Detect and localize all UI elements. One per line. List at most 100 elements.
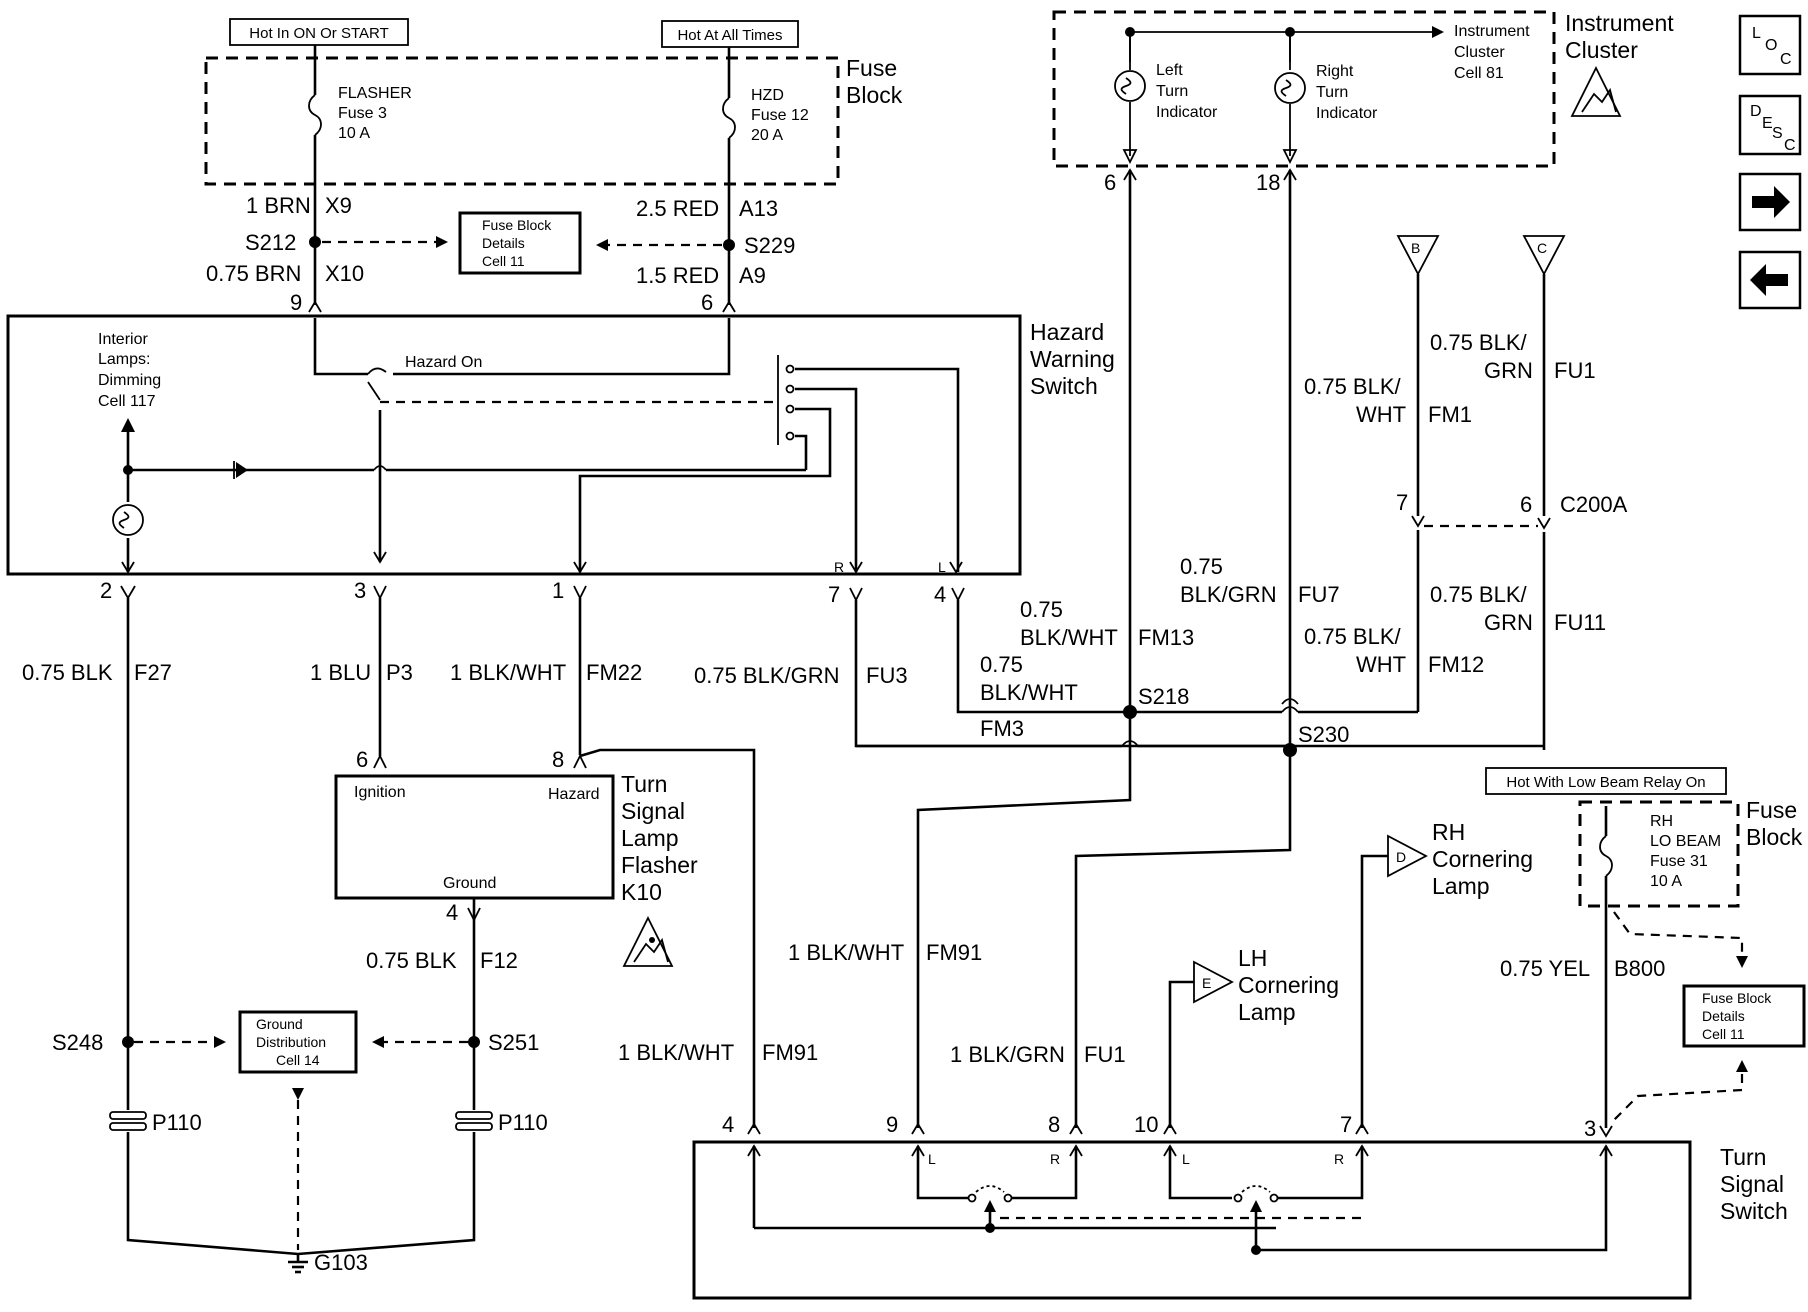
svg-text:Fuse 3: Fuse 3 (338, 105, 387, 122)
svg-text:FM91: FM91 (926, 940, 982, 965)
svg-text:9: 9 (886, 1112, 898, 1137)
flasher-fuse-icon (308, 94, 322, 136)
svg-text:Right: Right (1316, 63, 1354, 80)
svg-text:L: L (1752, 25, 1761, 42)
svg-text:8: 8 (552, 747, 564, 772)
svg-text:Left: Left (1156, 62, 1183, 79)
svg-text:D: D (1750, 103, 1762, 120)
desc-icon[interactable]: D E S C (1738, 94, 1802, 156)
svg-text:S230: S230 (1298, 722, 1349, 747)
svg-text:P110: P110 (498, 1110, 548, 1135)
svg-text:Indicator: Indicator (1316, 105, 1378, 122)
svg-text:18: 18 (1256, 170, 1280, 195)
svg-text:1.5 RED: 1.5 RED (636, 263, 719, 288)
svg-text:FM1: FM1 (1428, 402, 1472, 427)
hot-all-times-label: Hot At All Times (661, 20, 799, 48)
svg-text:RH: RH (1650, 813, 1673, 830)
svg-text:1 BLK/WHT: 1 BLK/WHT (788, 940, 904, 965)
svg-text:Warning: Warning (1030, 346, 1115, 372)
svg-text:FU3: FU3 (866, 663, 908, 688)
svg-text:7: 7 (828, 582, 840, 607)
svg-text:Turn: Turn (1156, 83, 1188, 100)
svg-text:0.75 BLK/: 0.75 BLK/ (1430, 330, 1528, 355)
lo-beam-fuse-icon (1599, 835, 1613, 877)
svg-text:Cluster: Cluster (1454, 44, 1505, 61)
svg-text:Signal: Signal (1720, 1171, 1784, 1197)
svg-text:6: 6 (356, 747, 368, 772)
right-turn-indicator-icon (1274, 72, 1306, 104)
svg-text:Block: Block (1746, 824, 1803, 850)
fuse-block-top: Fuse Block (204, 55, 903, 186)
svg-text:FM13: FM13 (1138, 625, 1194, 650)
svg-text:Fuse 31: Fuse 31 (1650, 853, 1708, 870)
ground-icon (288, 1254, 308, 1274)
svg-text:3: 3 (354, 578, 366, 603)
svg-text:FU11: FU11 (1554, 610, 1606, 635)
svg-text:10 A: 10 A (338, 125, 370, 142)
splice-s212 (309, 236, 321, 248)
svg-text:X9: X9 (325, 193, 352, 218)
fuse-block-right: Fuse Block (1578, 797, 1803, 908)
svg-text:X10: X10 (325, 261, 364, 286)
arrow-left-icon[interactable] (1738, 250, 1802, 310)
svg-text:0.75 YEL: 0.75 YEL (1500, 956, 1590, 981)
svg-text:3: 3 (1584, 1116, 1596, 1141)
svg-text:Fuse Block: Fuse Block (482, 217, 552, 233)
arrow-right-icon[interactable] (1738, 172, 1802, 232)
svg-text:Cell 117: Cell 117 (98, 393, 156, 410)
svg-text:Lamps:: Lamps: (98, 351, 150, 368)
svg-text:Instrument: Instrument (1454, 23, 1530, 40)
svg-text:4: 4 (446, 900, 458, 925)
svg-text:L: L (928, 1151, 936, 1167)
svg-text:0.75: 0.75 (1180, 554, 1223, 579)
left-turn-indicator-icon (1114, 70, 1146, 102)
svg-text:4: 4 (722, 1112, 734, 1137)
loc-icon[interactable]: L O C (1738, 14, 1802, 76)
svg-text:C: C (1784, 137, 1796, 154)
svg-text:Fuse 12: Fuse 12 (751, 107, 809, 124)
svg-text:FLASHER: FLASHER (338, 85, 412, 102)
svg-text:Ground: Ground (443, 875, 496, 892)
svg-text:10: 10 (1134, 1112, 1158, 1137)
hzd-fuse-icon (722, 97, 736, 139)
svg-text:C: C (1537, 240, 1547, 256)
svg-text:L: L (1182, 1151, 1190, 1167)
svg-text:B: B (1411, 240, 1420, 256)
svg-text:0.75 BLK: 0.75 BLK (22, 660, 113, 685)
svg-text:Hazard: Hazard (548, 786, 600, 803)
svg-text:8: 8 (1048, 1112, 1060, 1137)
esd-warning-icon (1570, 65, 1622, 117)
svg-text:Cell 11: Cell 11 (482, 253, 525, 269)
splice-s229 (723, 239, 735, 251)
svg-text:Block: Block (846, 82, 903, 108)
svg-text:0.75: 0.75 (980, 652, 1023, 677)
svg-text:FU1: FU1 (1084, 1042, 1126, 1067)
svg-text:Cornering: Cornering (1432, 846, 1533, 872)
svg-text:GRN: GRN (1484, 610, 1533, 635)
svg-text:LH: LH (1238, 945, 1267, 971)
hot-on-start-label: Hot In ON Or START (229, 18, 409, 46)
svg-text:FU7: FU7 (1298, 582, 1340, 607)
turn-signal-switch: Turn Signal Switch (692, 1140, 1788, 1300)
svg-text:10 A: 10 A (1650, 873, 1682, 890)
fuse-block-details-top: Fuse Block Details Cell 11 (458, 211, 582, 275)
svg-text:Hazard On: Hazard On (405, 354, 482, 371)
svg-text:Fuse: Fuse (846, 55, 897, 81)
svg-text:A13: A13 (739, 196, 778, 221)
svg-text:FM12: FM12 (1428, 652, 1484, 677)
svg-text:Lamp: Lamp (621, 825, 679, 851)
svg-text:LO BEAM: LO BEAM (1650, 833, 1721, 850)
svg-text:7: 7 (1340, 1112, 1352, 1137)
svg-text:BLK/WHT: BLK/WHT (1020, 625, 1118, 650)
lh-cornering-lamp: E LH Cornering Lamp (1193, 945, 1339, 1025)
svg-text:P3: P3 (386, 660, 413, 685)
svg-text:Interior: Interior (98, 331, 148, 348)
svg-text:6: 6 (1520, 492, 1532, 517)
svg-text:Hot At All Times: Hot At All Times (677, 27, 782, 44)
svg-text:P110: P110 (152, 1110, 202, 1135)
svg-text:S251: S251 (488, 1030, 539, 1055)
svg-text:Hot In ON Or START: Hot In ON Or START (249, 25, 388, 42)
svg-text:Switch: Switch (1030, 373, 1098, 399)
svg-text:Ignition: Ignition (354, 784, 406, 801)
